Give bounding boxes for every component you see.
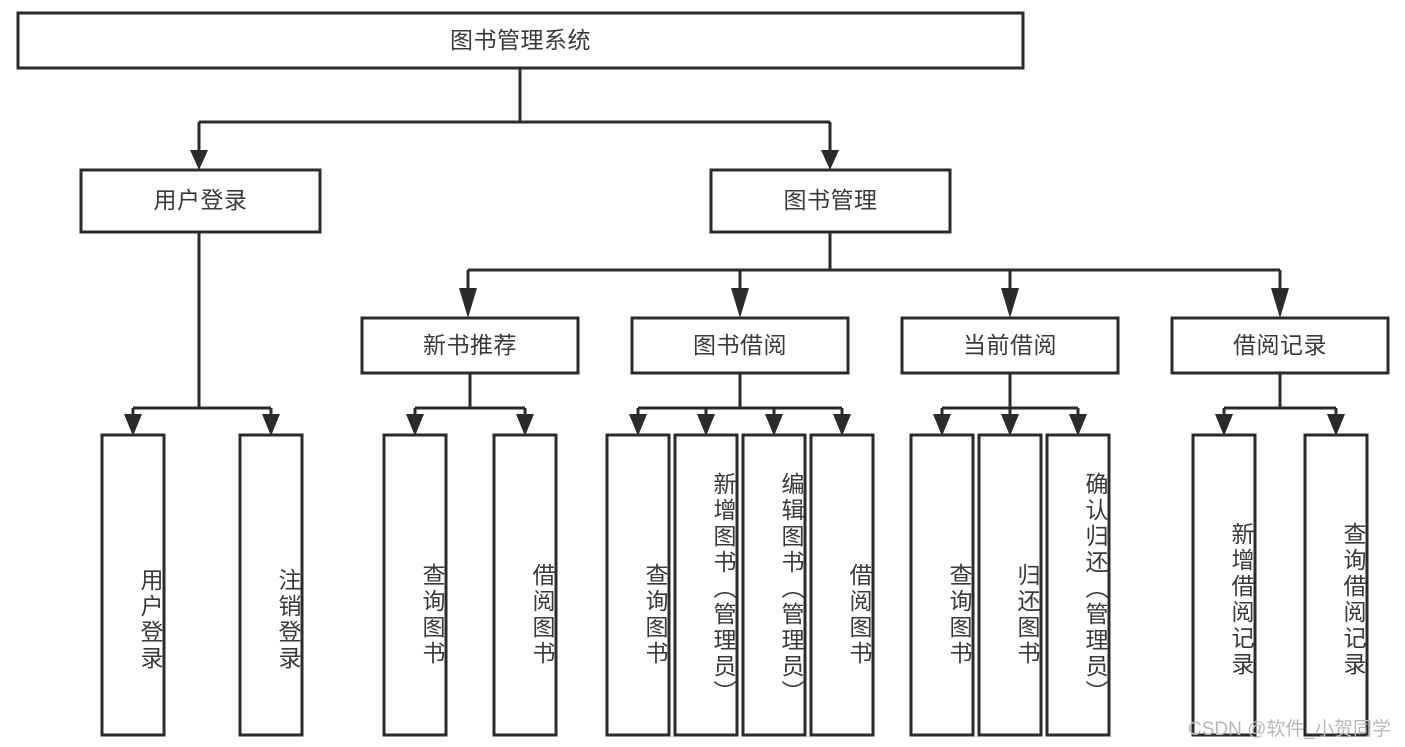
node-box-leaf-book-borrow-3[interactable] — [809, 433, 875, 737]
node-box-leaf-current-borrow-1[interactable] — [977, 433, 1043, 737]
connector-group-book-manage — [459, 232, 1289, 318]
node-box-leaf-book-borrow-2[interactable] — [741, 433, 807, 737]
connector-group-current-borrow — [933, 373, 1087, 436]
node-box-leaf-current-borrow-2[interactable] — [1045, 433, 1111, 737]
node-box-leaf-book-borrow-0[interactable] — [605, 433, 671, 737]
node-box-new-book-recommend[interactable] — [360, 316, 580, 375]
connector-group-borrow-record — [1215, 373, 1345, 436]
node-box-book-manage[interactable] — [709, 168, 952, 234]
node-box-borrow-record[interactable] — [1170, 316, 1390, 375]
node-box-leaf-book-borrow-1[interactable] — [673, 433, 739, 737]
connector-group-user-login — [124, 232, 280, 436]
connector-group-new-book — [406, 373, 534, 436]
node-box-leaf-borrow-record-0[interactable] — [1191, 433, 1257, 737]
node-box-leaf-borrow-record-1[interactable] — [1303, 433, 1369, 737]
node-box-leaf-user-login-0[interactable] — [100, 433, 166, 737]
node-box-book-borrow[interactable] — [630, 316, 850, 375]
watermark-text: CSDN @软件_小贺同学 — [1188, 719, 1391, 740]
node-box-current-borrow[interactable] — [900, 316, 1120, 375]
node-box-user-login[interactable] — [79, 168, 322, 234]
connector-group-book-borrow — [629, 373, 851, 436]
connector-group-root — [190, 68, 839, 170]
node-box-leaf-user-login-1[interactable] — [238, 433, 304, 737]
node-box-root[interactable] — [16, 11, 1025, 70]
node-box-leaf-current-borrow-0[interactable] — [909, 433, 975, 737]
node-box-leaf-new-book-0[interactable] — [382, 433, 448, 737]
node-box-leaf-new-book-1[interactable] — [492, 433, 558, 737]
